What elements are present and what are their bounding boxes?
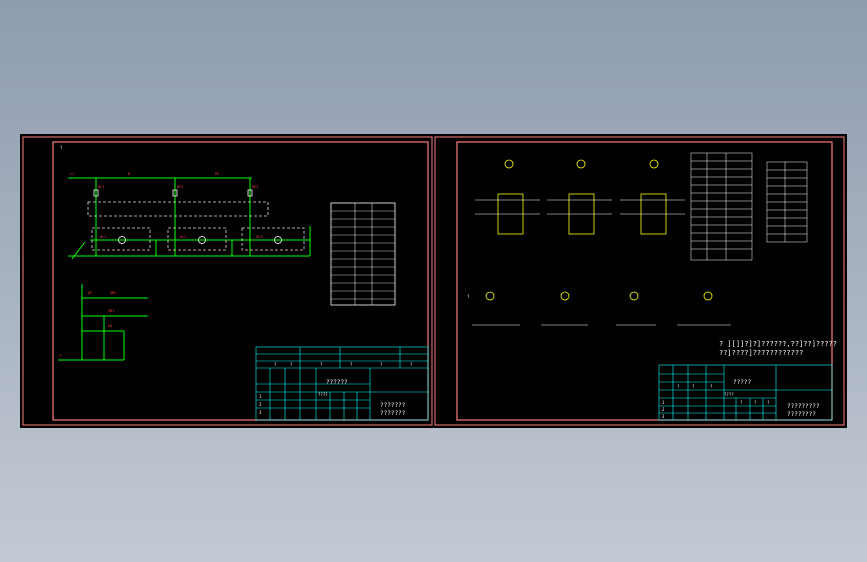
svg-text:HL1: HL1 <box>100 235 106 239</box>
left-col-label-6: ? <box>410 362 413 367</box>
left-row-label-2: 2 <box>259 402 262 407</box>
right-row-label-2: 2 <box>662 407 665 412</box>
lamp-symbol-icon <box>576 159 586 169</box>
left-company-name: ??????? <box>380 402 406 409</box>
right-col-label-6: ? <box>767 400 770 405</box>
right-col-label-3: ? <box>710 384 713 389</box>
svg-text:QF1: QF1 <box>98 185 104 189</box>
svg-text:QF3: QF3 <box>252 185 258 189</box>
lamp-symbol-icon <box>649 159 659 169</box>
right-row-label-3: 3 <box>662 414 665 419</box>
dashed-enclosures <box>87 201 305 251</box>
left-row-label-1: 1 <box>259 394 262 399</box>
svg-text:N: N <box>128 172 130 176</box>
right-title-block <box>658 364 833 421</box>
left-col-label-3: ? <box>320 362 323 367</box>
svg-text:HL2: HL2 <box>180 235 186 239</box>
left-outer-frame <box>22 136 433 426</box>
svg-text:KA: KA <box>108 324 113 328</box>
left-title-block <box>255 346 429 421</box>
svg-text:HL3: HL3 <box>256 235 262 239</box>
right-annotation: ? <box>467 294 470 299</box>
lamp-symbol-icon <box>504 159 514 169</box>
lamp-symbol-icon <box>118 236 126 244</box>
right-outer-frame <box>434 136 845 426</box>
fuse-icon <box>172 189 178 197</box>
left-company-name-2: ??????? <box>380 410 406 417</box>
right-inner-frame <box>456 141 833 421</box>
left-row-label-3: 3 <box>259 410 262 415</box>
left-inner-frame <box>52 141 429 421</box>
right-col-label-5: ? <box>754 400 757 405</box>
svg-text:QF: QF <box>88 291 92 295</box>
relay-coil-icon <box>560 291 570 301</box>
right-scale-label: ???? <box>724 392 734 397</box>
lamp-symbols <box>93 189 282 244</box>
right-component-table-2 <box>766 161 808 243</box>
relay-coil-icon <box>629 291 639 301</box>
left-drawing-name: ?????? <box>326 379 348 386</box>
right-drawing-name: ????? <box>733 379 751 386</box>
right-component-table-1 <box>690 152 753 261</box>
lamp-symbol-icon <box>198 236 206 244</box>
svg-text:QF2: QF2 <box>177 185 183 189</box>
right-company-name: ????????? <box>787 403 820 410</box>
left-component-table <box>330 202 396 306</box>
lighting-circuit <box>68 177 311 260</box>
right-note-line-1: ? ][]]?]?]??????,??]??]????? <box>719 340 837 348</box>
relay-coil-icon <box>703 291 713 301</box>
svg-text:PE: PE <box>215 172 219 176</box>
left-scale-label: ???? <box>318 392 328 397</box>
lamp-symbol-icon <box>274 236 282 244</box>
right-note-line-2: ??]????]???????????? <box>719 349 803 357</box>
svg-text:KM1: KM1 <box>110 291 116 295</box>
left-col-label-1: ? <box>274 362 277 367</box>
left-col-label-5: ? <box>380 362 383 367</box>
svg-text:L: L <box>60 353 62 357</box>
right-sheet: ? ][]]?]?]??????,??]??]????? ??]????]???… <box>434 136 845 426</box>
control-circuit <box>58 284 148 361</box>
relay-coil-icon <box>485 291 495 301</box>
right-col-label-2: ? <box>692 384 695 389</box>
right-row-label-1: 1 <box>662 400 665 405</box>
svg-text:SB1: SB1 <box>108 309 114 313</box>
svg-text:L1: L1 <box>70 172 74 176</box>
right-col-label-1: ? <box>677 384 680 389</box>
relay-row <box>472 291 731 326</box>
right-col-label-4: ? <box>740 400 743 405</box>
left-annotation: ? <box>60 145 63 150</box>
switch-blocks <box>475 159 685 235</box>
right-company-name-2: ???????? <box>787 411 816 418</box>
fuse-icon <box>247 189 253 197</box>
fuse-icon <box>93 189 99 197</box>
left-col-label-2: ? <box>290 362 293 367</box>
left-col-label-4: ? <box>350 362 353 367</box>
